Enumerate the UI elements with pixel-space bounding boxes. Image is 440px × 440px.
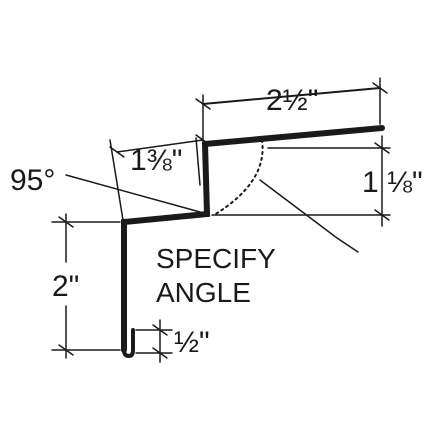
hem-return	[122, 328, 135, 359]
tick-mark	[372, 82, 388, 94]
tick-mark	[195, 134, 211, 146]
tick-mark	[58, 344, 74, 356]
specify-angle-leader	[259, 179, 359, 253]
angle-leader-95	[65, 174, 201, 213]
tick-mark	[152, 324, 168, 336]
angle-label: ANGLE	[156, 277, 251, 308]
angle-degrees-label: 95°	[10, 164, 55, 197]
tick-mark	[109, 146, 125, 158]
right-drop-label: 1 ⅛"	[362, 166, 423, 199]
ext-line-return-left	[109, 139, 124, 221]
tick-mark	[195, 98, 211, 110]
hem-label: ½"	[174, 326, 210, 359]
dim-line-top-return	[116, 139, 204, 153]
metal-profile	[121, 125, 385, 353]
angle-arc	[213, 139, 264, 216]
tick-mark	[152, 347, 168, 359]
specify-label: SPECIFY	[156, 243, 276, 274]
tick-mark	[374, 209, 390, 221]
tick-mark	[58, 216, 74, 228]
tick-mark	[374, 142, 390, 154]
top-return-label: 1⅜"	[130, 144, 182, 177]
dim-line-top-width	[202, 87, 381, 105]
ext-line-return-right	[195, 137, 201, 186]
left-height-label: 2"	[52, 270, 79, 303]
top-width-label: 2½"	[266, 84, 318, 117]
